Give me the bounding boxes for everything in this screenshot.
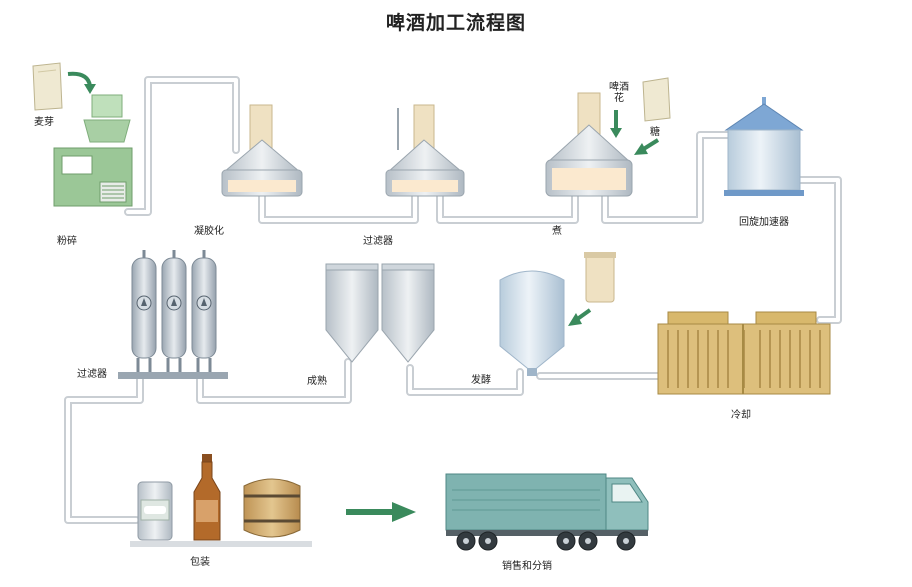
label-sugar: 糖 — [650, 127, 660, 138]
label-ferment: 发酵 — [471, 375, 491, 386]
label-boil: 煮 — [552, 226, 562, 237]
arrow-right-icon — [346, 502, 416, 522]
ferment-tank — [499, 270, 565, 376]
label-sales: 销售和分销 — [502, 561, 552, 572]
sugar-arrow-icon — [634, 138, 660, 155]
label-mature: 成熟 — [307, 376, 327, 387]
filter-column — [131, 250, 157, 372]
filter-tank — [385, 104, 465, 197]
page-title: 啤酒加工流程图 — [385, 12, 526, 34]
label-hops: 啤酒 花 — [609, 82, 629, 104]
mill-machine — [53, 94, 133, 207]
filter-column — [191, 250, 217, 372]
filter-column — [161, 250, 187, 372]
label-package: 包装 — [190, 557, 210, 568]
label-filter-2: 过滤器 — [77, 369, 107, 380]
filter-columns — [118, 250, 228, 379]
beer-barrel — [243, 478, 301, 538]
packaging-group — [130, 454, 312, 547]
beer-can — [137, 481, 173, 541]
label-filter-1: 过滤器 — [363, 236, 393, 247]
hops-arrow-icon — [610, 110, 622, 138]
delivery-truck — [445, 473, 649, 551]
pipe-network — [64, 76, 842, 524]
label-malt: 麦芽 — [34, 117, 54, 128]
label-cooling: 冷却 — [731, 410, 751, 421]
label-whirlpool: 回旋加速器 — [739, 217, 789, 228]
yeast-container — [584, 252, 616, 303]
gelatinize-tank — [221, 104, 303, 197]
label-gelatinize: 凝胶化 — [194, 226, 224, 237]
boil-kettle — [545, 92, 633, 197]
beer-bottle — [193, 454, 221, 541]
label-mill: 粉碎 — [57, 236, 77, 247]
green-arrow-icon — [67, 71, 96, 94]
mature-tanks — [325, 263, 435, 363]
sugar-bag — [642, 77, 671, 122]
yeast-arrow-icon — [568, 308, 592, 326]
cooling-units — [657, 311, 831, 395]
malt-bag — [32, 62, 63, 111]
whirlpool-silo — [724, 97, 804, 196]
